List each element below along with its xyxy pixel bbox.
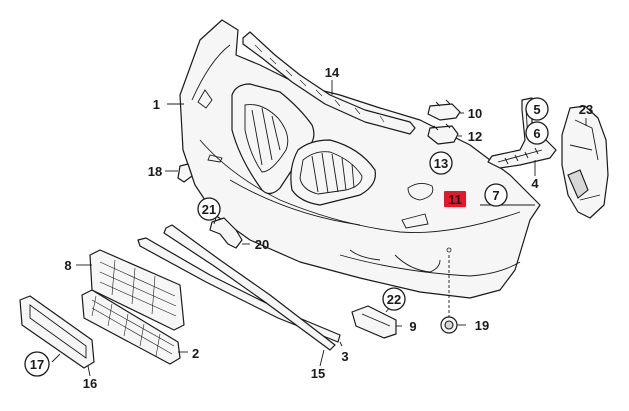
callout-4[interactable]: 4 <box>531 176 539 191</box>
callout-12[interactable]: 12 <box>468 129 482 144</box>
arch-liner[interactable] <box>561 105 609 219</box>
kidney-grille[interactable] <box>231 83 377 206</box>
callout-18[interactable]: 18 <box>148 164 162 179</box>
callout-1[interactable]: 1 <box>153 97 160 112</box>
callout-circle-17 <box>24 351 50 377</box>
callout-19[interactable]: 19 <box>475 318 489 333</box>
callout-15[interactable]: 15 <box>311 366 325 381</box>
callout-3[interactable]: 3 <box>341 349 348 364</box>
grommet[interactable] <box>440 316 458 334</box>
callout-8[interactable]: 8 <box>64 258 71 273</box>
callout-10[interactable]: 10 <box>468 106 482 121</box>
clip-18[interactable] <box>177 163 193 183</box>
callout-9[interactable]: 9 <box>409 319 416 334</box>
callout-5[interactable]: 5 <box>533 102 540 117</box>
upper-trim-strip[interactable] <box>242 31 416 135</box>
callout-14[interactable]: 14 <box>325 65 340 80</box>
bracket-20[interactable] <box>209 217 243 249</box>
callout-2[interactable]: 2 <box>192 346 199 361</box>
callout-circle-22 <box>382 287 406 311</box>
callout-7[interactable]: 7 <box>492 188 499 203</box>
callout-23[interactable]: 23 <box>579 102 593 117</box>
callout-11[interactable]: 11 <box>448 192 462 207</box>
leader-lines <box>51 80 587 377</box>
callout-21[interactable]: 21 <box>202 202 216 217</box>
callout-17[interactable]: 17 <box>30 357 44 372</box>
bracket-10[interactable] <box>427 99 461 121</box>
callout-circle-5 <box>525 97 549 121</box>
callout-circle-6 <box>525 121 549 145</box>
mount-hole <box>446 247 452 253</box>
lower-grille[interactable] <box>81 289 181 365</box>
highlight-marker-11 <box>444 191 466 207</box>
callout-circle-21 <box>197 197 221 221</box>
callout-circle-7 <box>484 183 508 207</box>
callout-16[interactable]: 16 <box>83 376 97 391</box>
bracket-12[interactable] <box>427 123 459 145</box>
fog-light-cover[interactable] <box>351 305 397 339</box>
callout-22[interactable]: 22 <box>387 292 401 307</box>
callout-circle-13 <box>429 151 453 175</box>
lower-strip[interactable] <box>163 224 336 351</box>
callout-20[interactable]: 20 <box>255 237 269 252</box>
license-plate-holder[interactable] <box>19 295 95 369</box>
callout-13[interactable]: 13 <box>434 156 448 171</box>
callout-6[interactable]: 6 <box>533 126 540 141</box>
